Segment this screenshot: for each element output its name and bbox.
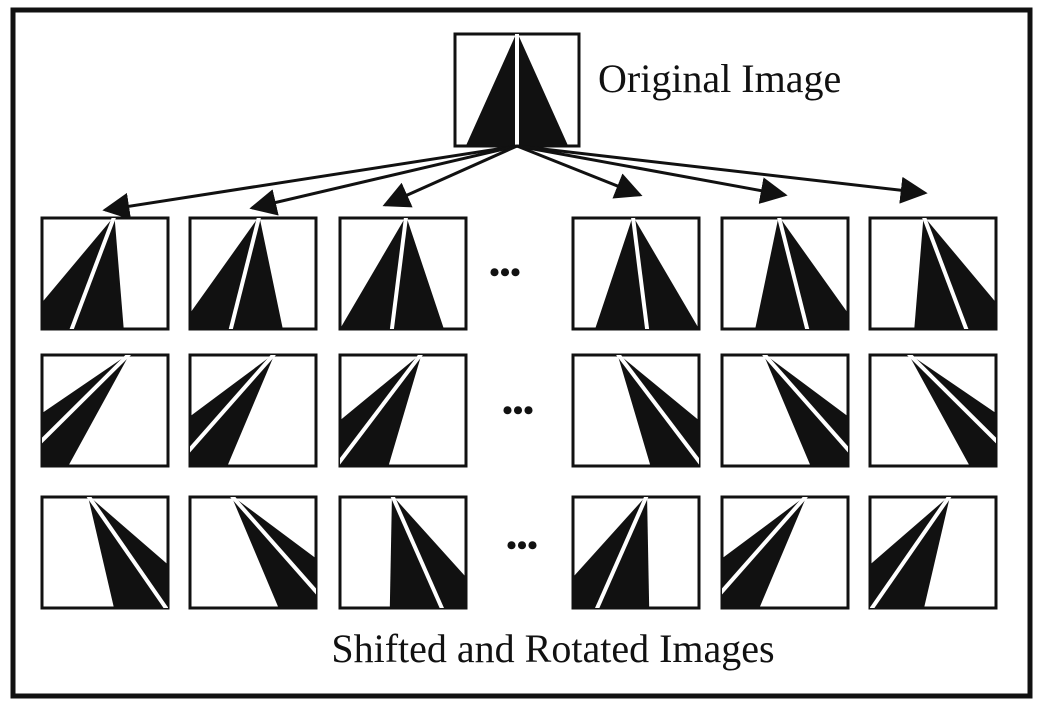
tile-wedge-divider	[762, 355, 848, 453]
original-image-label: Original Image	[598, 56, 841, 101]
tile-content	[190, 355, 276, 466]
tile-r3-c6	[868, 495, 998, 610]
tile-r3-c1	[40, 495, 170, 610]
tile-r3-c5	[720, 495, 850, 610]
tile-wedge	[573, 497, 650, 608]
tile-wedge-divider	[722, 497, 808, 595]
arrow-6	[516, 144, 928, 204]
tile-r1-c1	[40, 216, 170, 331]
tile-r1-c6	[868, 216, 998, 331]
tile-wedge-divider	[340, 355, 423, 465]
tile-content	[616, 355, 699, 466]
tile-r2-c1	[40, 353, 170, 468]
tile-content	[906, 355, 996, 466]
tile-wedge	[190, 355, 275, 466]
tile-content	[722, 497, 808, 608]
tile-r1-c4	[571, 216, 701, 331]
tile-wedge-divider	[906, 355, 996, 444]
arrow-1	[102, 144, 518, 220]
tile-wedge	[908, 355, 996, 466]
arrow-4	[516, 144, 643, 199]
tile-r2-c2	[188, 353, 318, 468]
arrow-5	[516, 144, 788, 204]
tile-content	[914, 218, 996, 329]
tile-wedge-divider	[595, 497, 649, 608]
tile-content	[762, 355, 848, 466]
tile-content	[573, 497, 650, 608]
tile-r2-c6	[868, 353, 998, 468]
tile-content	[595, 218, 699, 329]
tile-wedge	[389, 497, 466, 608]
tile-r2-c3	[338, 353, 468, 468]
tile-wedge	[722, 497, 807, 608]
tile-r3-c4	[571, 495, 701, 610]
ellipsis-row-1: •••	[489, 256, 521, 289]
tile-wedge-divider	[390, 497, 444, 608]
tile-r1-c5	[720, 216, 850, 331]
tile-wedge-divider	[870, 497, 952, 608]
tile-content	[340, 218, 444, 329]
tile-wedge-divider	[42, 355, 132, 444]
tile-r1-c3	[338, 216, 468, 331]
arrow-3	[382, 144, 518, 208]
tile-wedge	[755, 218, 848, 329]
tile-content	[86, 497, 168, 608]
original-image	[453, 32, 581, 148]
ellipsis-row-3: •••	[506, 529, 538, 562]
tile-wedge-divider	[228, 218, 261, 329]
tile-wedge	[763, 355, 848, 466]
tile-wedge-divider	[777, 218, 810, 329]
tile-wedge-divider	[190, 355, 276, 453]
tile-wedge	[340, 218, 444, 329]
tile-content	[870, 497, 952, 608]
tile-wedge	[42, 355, 130, 466]
arrow-2	[249, 144, 518, 216]
tile-content	[42, 355, 132, 466]
tile-content	[42, 218, 124, 329]
tile-content	[755, 218, 848, 329]
original-image-tile	[453, 32, 581, 148]
tile-grid	[40, 216, 998, 610]
tile-wedge	[595, 218, 699, 329]
figure-border	[10, 7, 1033, 699]
tile-wedge-divider	[389, 218, 408, 329]
caption-shifted-rotated: Shifted and Rotated Images	[331, 626, 774, 671]
tile-content	[340, 355, 423, 466]
tile-wedge-divider	[69, 218, 116, 329]
tile-wedge-divider	[86, 497, 168, 608]
ellipsis-row-2: •••	[502, 394, 534, 427]
tile-wedge-divider	[922, 218, 969, 329]
tile-content	[230, 497, 316, 608]
tile-r1-c2	[188, 216, 318, 331]
tile-r2-c4	[571, 353, 701, 468]
arrow-group	[102, 144, 928, 220]
tile-wedge-divider	[230, 497, 316, 595]
tile-wedge	[231, 497, 316, 608]
tile-wedge-divider	[616, 355, 699, 465]
tile-r3-c2	[188, 495, 318, 610]
tile-wedge	[190, 218, 283, 329]
tile-content	[389, 497, 466, 608]
tile-r2-c5	[720, 353, 850, 468]
tile-content	[190, 218, 283, 329]
tile-wedge-divider	[631, 218, 650, 329]
tile-content	[465, 34, 569, 146]
tile-r3-c3	[338, 495, 468, 610]
